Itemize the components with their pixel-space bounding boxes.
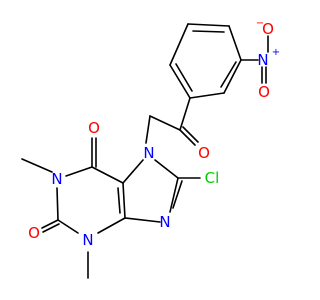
bond <box>122 159 144 184</box>
bond <box>149 115 181 131</box>
atom-labels: N + O − O O N Cl O N N O N <box>28 18 280 249</box>
bond <box>42 223 60 233</box>
bond <box>192 30 225 33</box>
bond <box>56 187 59 221</box>
bond <box>169 23 189 66</box>
bond <box>21 158 53 173</box>
bond <box>189 92 225 99</box>
bond <box>97 217 126 234</box>
bond <box>122 182 126 219</box>
bond <box>182 126 199 143</box>
bond <box>65 166 93 177</box>
atom-c2-o: O <box>28 224 40 242</box>
bond <box>187 23 230 27</box>
atom-nitro-o-bottom: O <box>258 83 270 101</box>
bond <box>179 129 196 146</box>
atom-c6-o: O <box>88 119 100 137</box>
bond <box>220 61 237 88</box>
bond <box>124 217 161 223</box>
bond <box>169 177 179 213</box>
atom-nitro-minus: − <box>256 18 264 29</box>
bond <box>172 180 183 209</box>
atom-n7: N <box>143 144 154 162</box>
bond <box>41 219 59 229</box>
bond <box>154 159 179 179</box>
atom-n3: N <box>82 231 93 249</box>
bond <box>223 59 242 94</box>
bond <box>117 187 121 214</box>
bond <box>57 219 79 234</box>
bond <box>169 64 191 99</box>
molecule-structure: N + O − O O N Cl O N N O N <box>21 18 280 279</box>
bond-lines <box>21 23 269 279</box>
atom-ketone-o: O <box>198 144 210 162</box>
bond <box>179 97 191 131</box>
atom-n1: N <box>51 170 62 188</box>
atom-chlorine: Cl <box>205 169 220 187</box>
bond <box>145 115 151 144</box>
bond <box>228 25 242 61</box>
bond <box>175 63 193 92</box>
bond <box>91 166 124 184</box>
atom-n9: N <box>159 213 170 231</box>
atom-nitro-n: N <box>257 51 268 69</box>
atom-nitro-plus: + <box>272 47 280 58</box>
atom-nitro-o-top: O <box>262 20 274 38</box>
